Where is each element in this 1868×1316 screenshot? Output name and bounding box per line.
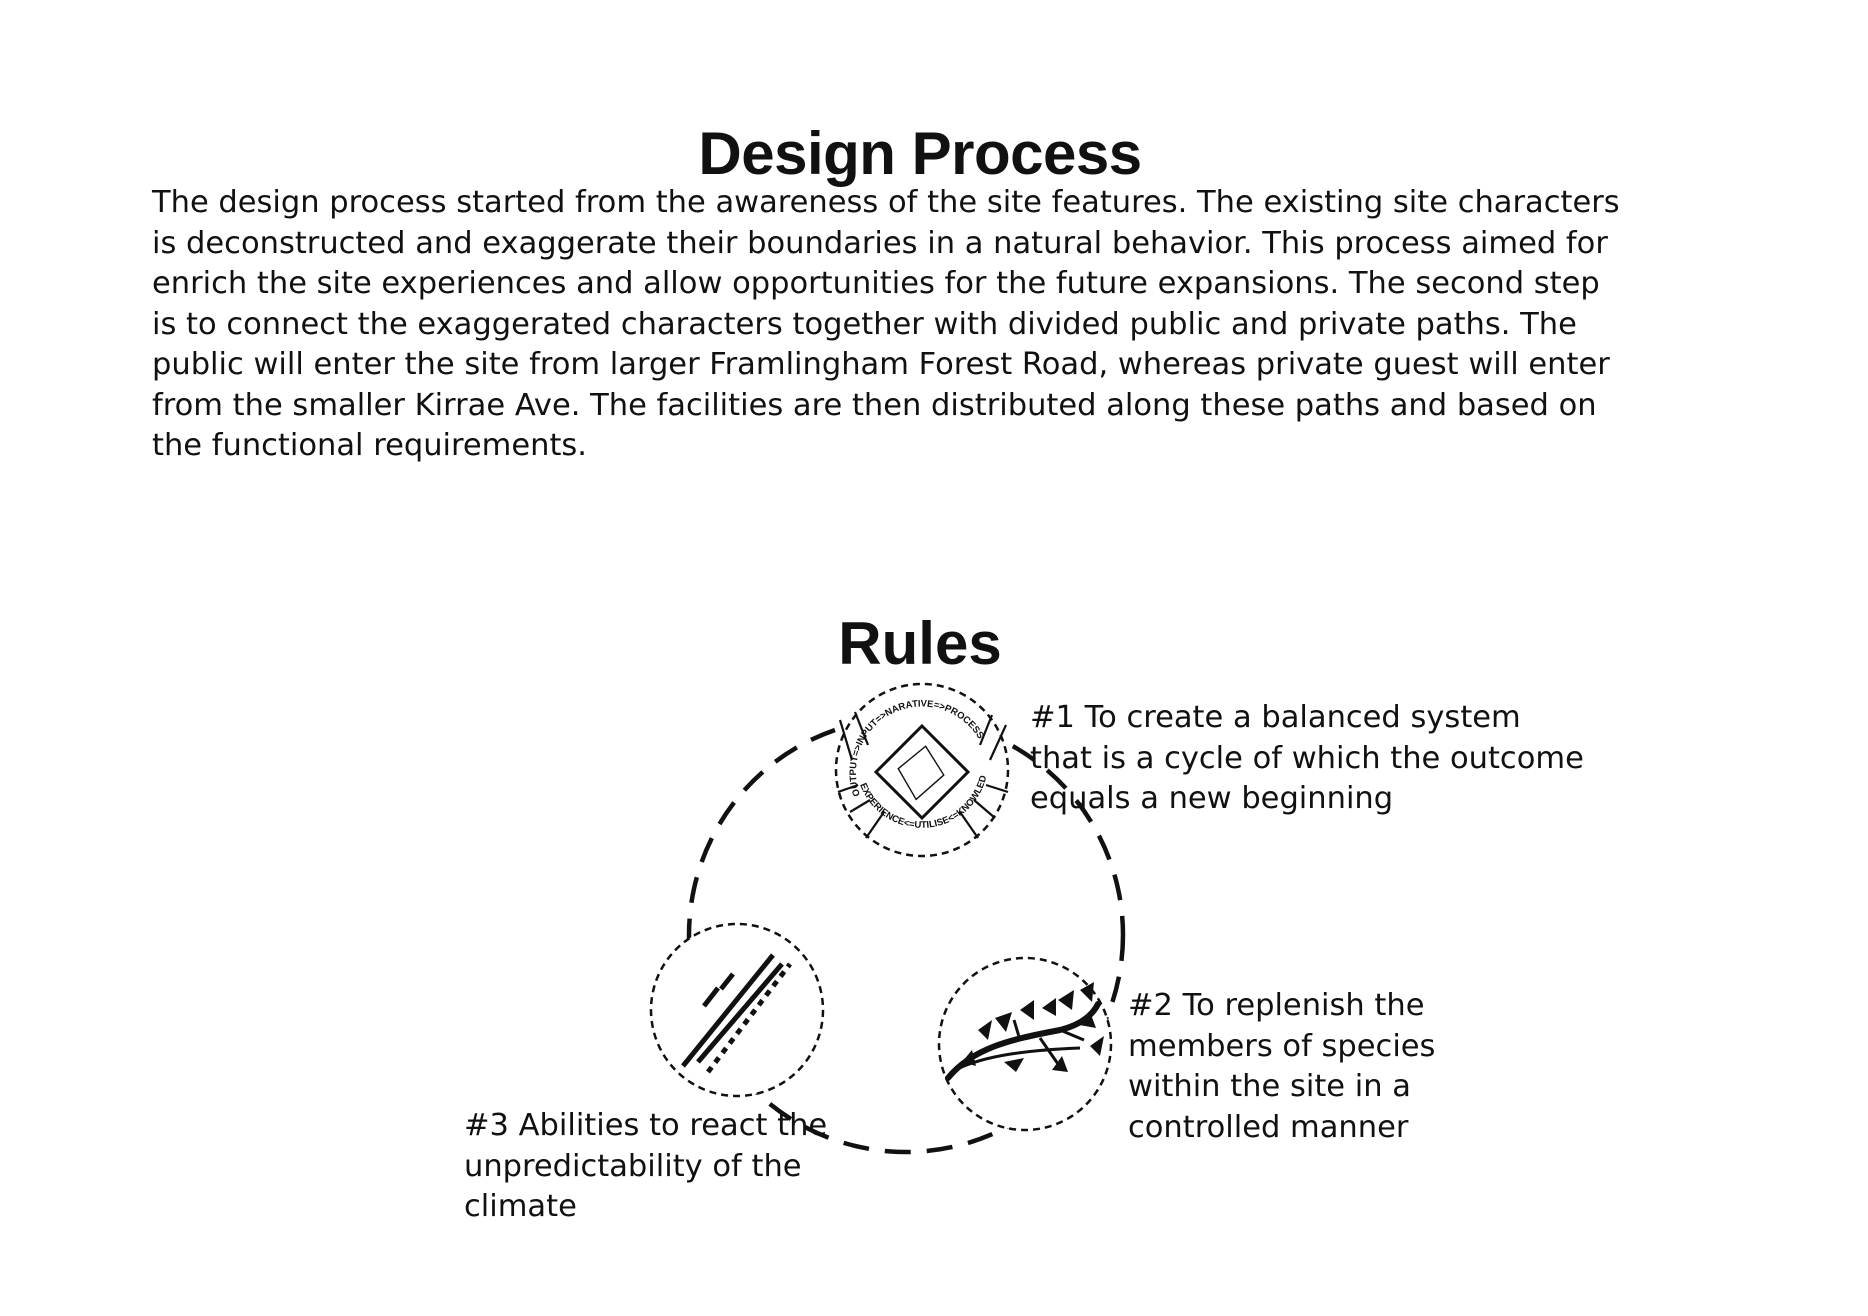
diagonal-lines-icon <box>649 922 825 1098</box>
intro-paragraph: The design process started from the awar… <box>152 185 1620 463</box>
svg-text:EXPERIENCE<=UTILISE<=KNOWLEDGE: EXPERIENCE<=UTILISE<=KNOWLEDGE <box>0 0 989 831</box>
rule-2-text: #2 To replenish the members of species w… <box>1128 988 1436 1145</box>
cycle-diamond-icon: OUTPUT=>INPUT=>NARATIVE=>PROCESS EXPERIE… <box>0 0 1010 858</box>
page-title: Design Process <box>698 120 1142 188</box>
rule-1-text: #1 To create a balanced system that is a… <box>1030 700 1584 816</box>
cycle-words-bottom: EXPERIENCE<=UTILISE<=KNOWLEDGE <box>0 0 989 831</box>
rules-title: Rules <box>838 609 1002 677</box>
rule-3-text: #3 Abilities to react the unpredictabili… <box>464 1108 828 1224</box>
branch-leaves-icon <box>937 956 1113 1132</box>
